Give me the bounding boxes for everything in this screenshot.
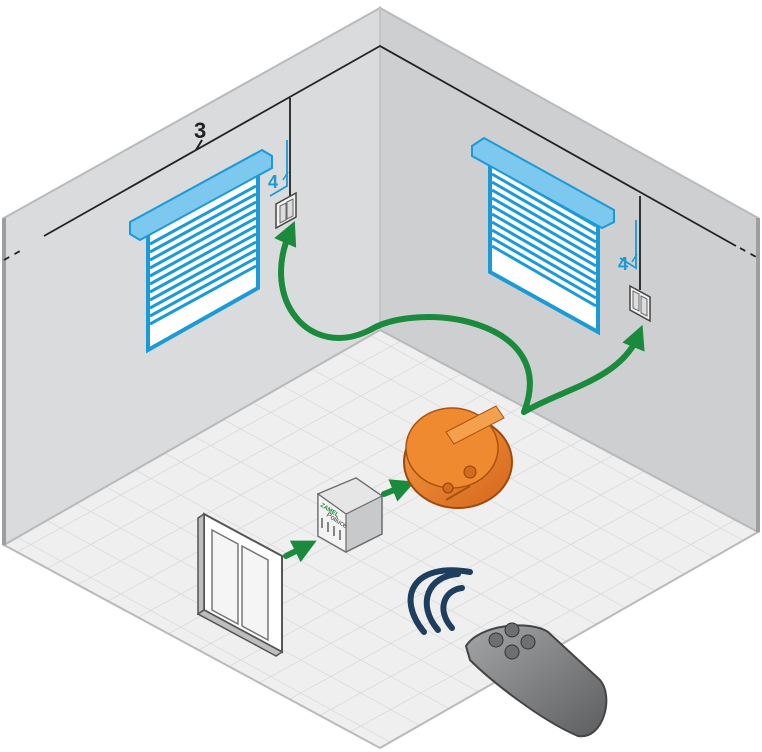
- wiring: [3, 44, 759, 290]
- wire-label-main: 3: [194, 118, 206, 143]
- wall-switch-left: [275, 191, 297, 230]
- receiver-module: ZAMEL Polluce: [316, 477, 384, 554]
- arrow-to-right-switch: [521, 324, 645, 415]
- blind-box-right: [471, 136, 615, 230]
- wire-main: [43, 44, 737, 247]
- double-wall-switch: [196, 512, 284, 657]
- installation-arrows: [274, 221, 645, 563]
- wire-right-dash: [739, 247, 759, 259]
- roller-blind-left: [129, 148, 273, 354]
- wire-left-dash: [3, 250, 21, 261]
- roller-blind-right: [471, 136, 615, 336]
- room-shell: [1, 6, 761, 750]
- arrow-switch-to-module: [283, 540, 317, 563]
- blind-box-left: [129, 148, 273, 242]
- arrow-module-to-box: [381, 479, 416, 502]
- wire-blind-left: [269, 140, 288, 197]
- arrow-to-left-switch: [274, 221, 533, 415]
- wall-switch-right: [629, 284, 651, 323]
- junction-box: [403, 405, 513, 509]
- remote-control: [464, 622, 608, 738]
- wire-blind-right: [619, 220, 637, 270]
- wire-label-right: 4: [618, 254, 628, 274]
- wire-label-left: 4: [268, 172, 278, 192]
- wireless-signal-icon: [407, 567, 473, 635]
